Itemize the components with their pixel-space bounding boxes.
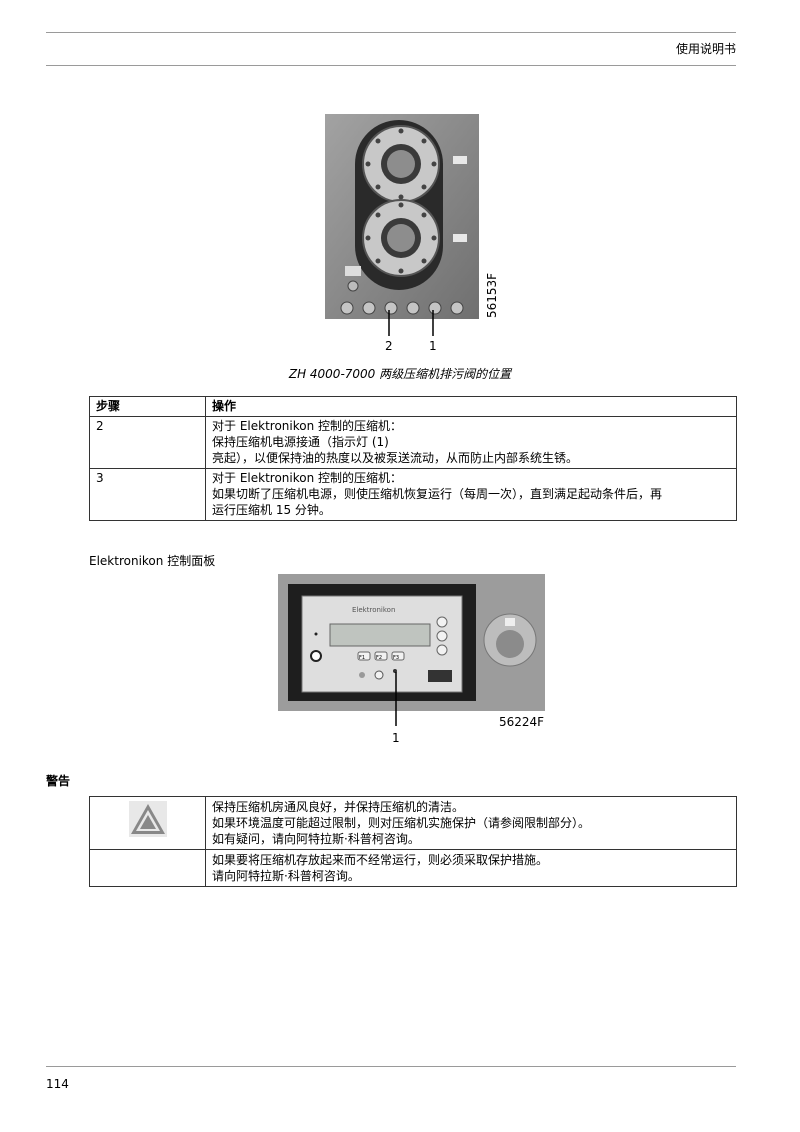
step-number: 2	[89, 416, 206, 469]
drain-valve-figure: 2 1 56153F	[325, 114, 499, 353]
key-f1: F1	[359, 655, 365, 661]
empty-cell	[89, 849, 206, 887]
warning-line: 如果要将压缩机存放起来而不经常运行，则必须采取保护措施。	[212, 853, 549, 867]
action-line: 对于 Elektronikon 控制的压缩机：	[212, 471, 403, 485]
header-step: 步骤	[89, 396, 206, 417]
key-f3: F3	[393, 655, 399, 661]
warning-text: 保持压缩机房通风良好，并保持压缩机的清洁。 如果环境温度可能超过限制，则对压缩机…	[205, 796, 737, 850]
warning-line: 如果环境温度可能超过限制，则对压缩机实施保护（请参阅限制部分）。	[212, 816, 591, 830]
page-number: 114	[46, 1077, 69, 1091]
figure-caption: ZH 4000-7000 两级压缩机排污阀的位置	[288, 367, 512, 381]
action-line: 如果切断了压缩机电源，则使压缩机恢复运行（每周一次），直到满足起动条件后，再	[212, 487, 663, 501]
action-line: 保持压缩机电源接通（指示灯 (1)	[212, 435, 389, 449]
header-rule-bottom	[46, 65, 736, 66]
action-line: 对于 Elektronikon 控制的压缩机：	[212, 419, 403, 433]
steps-table: 步骤 操作 2 对于 Elektronikon 控制的压缩机： 保持压缩机电源接…	[89, 396, 737, 521]
table-header-row: 步骤 操作	[89, 396, 737, 417]
warning-line: 保持压缩机房通风良好，并保持压缩机的清洁。	[212, 800, 465, 814]
warning-triangle-icon	[128, 801, 167, 837]
table-row: 保持压缩机房通风良好，并保持压缩机的清洁。 如果环境温度可能超过限制，则对压缩机…	[89, 796, 737, 850]
key-f2: F2	[376, 655, 382, 661]
control-panel-figure: Elektronikon F1 F2 F3 1 56224F	[278, 574, 545, 745]
warning-title: 警告	[46, 774, 71, 788]
table-row: 2 对于 Elektronikon 控制的压缩机： 保持压缩机电源接通（指示灯 …	[89, 416, 737, 469]
warning-text: 如果要将压缩机存放起来而不经常运行，则必须采取保护措施。 请向阿特拉斯·科普柯咨…	[205, 849, 737, 887]
warning-line: 请向阿特拉斯·科普柯咨询。	[212, 869, 360, 883]
warning-icon-cell	[89, 796, 206, 850]
callout-2: 2	[385, 339, 393, 353]
warning-line: 如有疑问，请向阿特拉斯·科普柯咨询。	[212, 832, 420, 846]
callout-1: 1	[429, 339, 437, 353]
step-action: 对于 Elektronikon 控制的压缩机： 保持压缩机电源接通（指示灯 (1…	[205, 416, 737, 469]
figure-code: 56224F	[499, 715, 544, 729]
header-rule-top	[46, 32, 736, 33]
table-row: 3 对于 Elektronikon 控制的压缩机： 如果切断了压缩机电源，则使压…	[89, 468, 737, 521]
warning-table: 保持压缩机房通风良好，并保持压缩机的清洁。 如果环境温度可能超过限制，则对压缩机…	[89, 796, 737, 887]
action-line: 运行压缩机 15 分钟。	[212, 503, 331, 517]
figure-code: 56153F	[485, 273, 499, 318]
header-title: 使用说明书	[675, 42, 736, 56]
brand-label: Elektronikon	[352, 606, 395, 614]
footer-rule	[46, 1066, 736, 1067]
step-number: 3	[89, 468, 206, 521]
step-action: 对于 Elektronikon 控制的压缩机： 如果切断了压缩机电源，则使压缩机…	[205, 468, 737, 521]
header-action: 操作	[205, 396, 737, 417]
callout-1: 1	[392, 731, 400, 745]
action-line: 亮起），以便保持油的热度以及被泵送流动，从而防止内部系统生锈。	[212, 451, 579, 465]
table-row: 如果要将压缩机存放起来而不经常运行，则必须采取保护措施。 请向阿特拉斯·科普柯咨…	[89, 849, 737, 887]
panel-section-label: Elektronikon 控制面板	[89, 554, 216, 568]
